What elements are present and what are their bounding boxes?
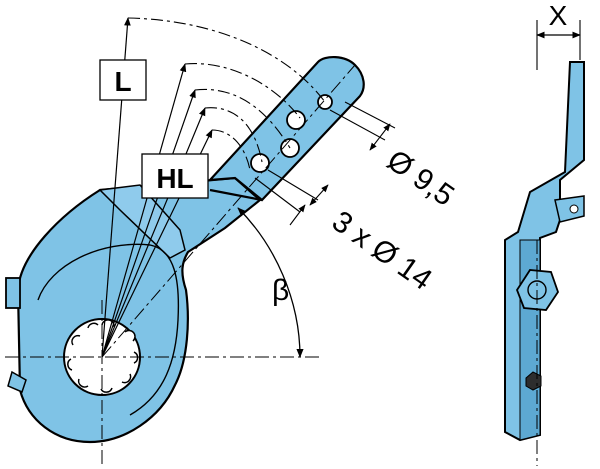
label-L: L: [99, 59, 147, 101]
label-beta: β: [272, 274, 289, 307]
arm-joint-line: [209, 188, 263, 202]
label-L-text: L: [114, 66, 131, 97]
length-rays: [101, 17, 213, 358]
arm-hole-3: [250, 153, 270, 173]
adjuster-nut: [5, 277, 21, 309]
arm-axis-line: [101, 64, 356, 358]
grease-fitting: [7, 370, 27, 394]
worm-housing: [98, 184, 186, 259]
label-hole-small: Ø 9,5: [381, 144, 460, 213]
side-view: X: [504, 0, 585, 466]
length-arcs: [127, 17, 326, 171]
hole-dimension-lines: [254, 101, 396, 226]
beta-arc: [237, 207, 304, 358]
label-holes-large: 3 x Ø 14: [326, 205, 438, 297]
arm-hole-small: [317, 94, 333, 110]
side-profile-body: [504, 61, 585, 442]
side-flange-hole: [569, 204, 579, 214]
label-HL-text: HL: [156, 163, 193, 194]
front-view: L HL β Ø 9,5 3 x Ø 14: [5, 17, 460, 466]
arm-hole-1: [286, 110, 306, 130]
label-HL: HL: [141, 153, 209, 199]
label-x: X: [549, 0, 568, 31]
adjuster-arm: [207, 56, 365, 202]
body-inner-contour: [37, 243, 180, 416]
